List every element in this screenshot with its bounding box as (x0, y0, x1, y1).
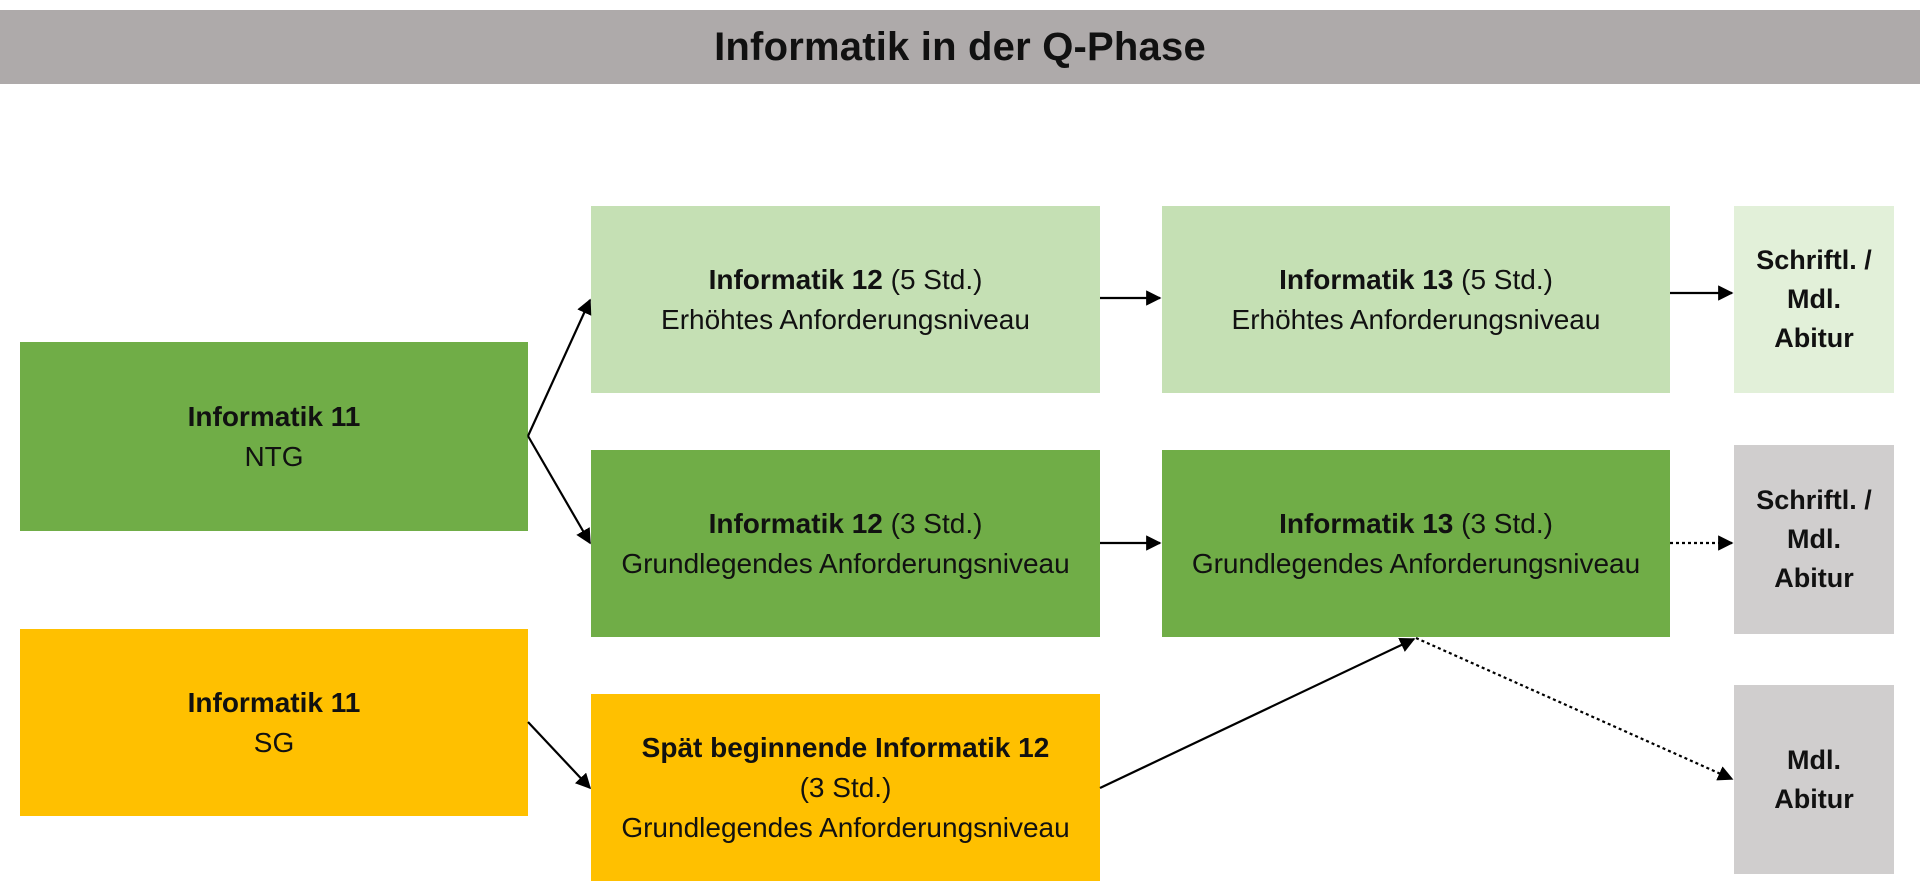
abitur-line: Mdl. (1787, 284, 1841, 314)
box-abitur-erhoeht: Schriftl. / Mdl. Abitur (1734, 206, 1894, 393)
abitur-line: Mdl. (1787, 744, 1841, 775)
abitur-line: Schriftl. / (1756, 485, 1872, 515)
abitur-line: Abitur (1774, 783, 1854, 814)
abitur-line: Mdl. (1787, 524, 1841, 554)
box-informatik-11-ntg: Informatik 11 NTG (20, 342, 528, 531)
arrow-sg-to-inf12-spaet (527, 721, 592, 790)
box-level: Grundlegendes Anforderungsniveau (1191, 547, 1641, 579)
box-abitur-grundlegend: Schriftl. / Mdl. Abitur (1734, 445, 1894, 634)
box-level: Erhöhtes Anforderungsniveau (1231, 303, 1601, 335)
box-hours: (3 Std.) (1453, 507, 1553, 539)
box-level: Grundlegendes Anforderungsniveau (621, 547, 1070, 579)
box-hours: (3 Std.) (799, 771, 892, 803)
box-spaet-beginnende-informatik-12: Spät beginnende Informatik 12 (3 Std.) G… (591, 694, 1100, 881)
arrow-ntg-to-inf12-erhoeht (526, 298, 592, 437)
box-abitur-muendlich: Mdl. Abitur (1734, 685, 1894, 874)
box-heading: Informatik 11 (187, 400, 361, 432)
box-heading: Informatik 12 (708, 263, 883, 295)
box-heading: Informatik 13 (1279, 507, 1454, 539)
box-informatik-13-erhoeht: Informatik 13 (5 Std.) Erhöhtes Anforder… (1162, 206, 1670, 393)
box-level: Grundlegendes Anforderungsniveau (621, 811, 1070, 843)
box-subtitle: SG (253, 726, 295, 758)
arrow-spaet-to-inf13-grundlegend (1099, 637, 1416, 789)
box-heading: Informatik 12 (708, 507, 883, 539)
box-hours: (5 Std.) (882, 263, 983, 295)
box-informatik-12-erhoeht: Informatik 12 (5 Std.) Erhöhtes Anforder… (591, 206, 1100, 393)
title-bar: Informatik in der Q-Phase (0, 10, 1920, 84)
abitur-line: Abitur (1774, 563, 1854, 593)
box-hours: (3 Std.) (882, 507, 983, 539)
arrow-ntg-to-inf12-grundlegend (527, 435, 591, 545)
box-heading: Informatik 11 (187, 686, 361, 718)
arrow-inf13-grundlegend-to-mdl-abitur-dotted (1415, 636, 1734, 781)
box-informatik-13-grundlegend: Informatik 13 (3 Std.) Grundlegendes Anf… (1162, 450, 1670, 637)
page-title: Informatik in der Q-Phase (714, 24, 1206, 69)
box-heading: Informatik 13 (1279, 263, 1454, 295)
box-heading: Spät beginnende Informatik 12 (641, 731, 1050, 763)
abitur-line: Abitur (1774, 323, 1854, 353)
box-informatik-11-sg: Informatik 11 SG (20, 629, 528, 816)
box-level: Erhöhtes Anforderungsniveau (661, 303, 1030, 335)
box-subtitle: NTG (244, 440, 304, 472)
abitur-line: Schriftl. / (1756, 245, 1872, 275)
box-hours: (5 Std.) (1453, 263, 1553, 295)
box-informatik-12-grundlegend: Informatik 12 (3 Std.) Grundlegendes Anf… (591, 450, 1100, 637)
